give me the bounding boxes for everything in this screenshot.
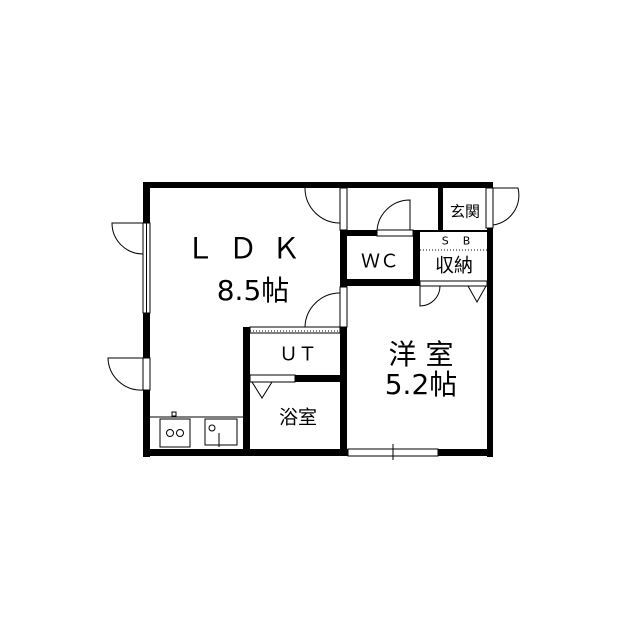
sink xyxy=(204,418,238,446)
door-swing-entrance-hall xyxy=(304,187,341,224)
burner-icon xyxy=(166,429,174,437)
door-swing-storage xyxy=(419,285,441,307)
room-size-western: 5.2帖 xyxy=(384,368,458,401)
wall-wc-right xyxy=(413,230,420,286)
door-swing-wc xyxy=(376,199,411,231)
wall-storage-top xyxy=(415,230,490,232)
room-label-storage: 収納 xyxy=(434,254,474,277)
room-label-bath: 浴室 xyxy=(278,406,318,429)
drain-icon xyxy=(208,424,216,432)
outer-wall-left xyxy=(143,182,150,457)
folding-door-bath xyxy=(251,381,273,399)
outer-wall-top xyxy=(143,182,493,188)
wall-wc-left xyxy=(340,230,347,287)
door-frame-wc xyxy=(376,229,414,237)
outer-wall-right xyxy=(487,182,493,457)
room-label-wc: ＷＣ xyxy=(360,250,400,273)
outer-wall-bottom xyxy=(143,449,493,456)
wall-wc-bottom xyxy=(340,279,420,286)
walls xyxy=(143,182,493,457)
door-frame-entrance-outer xyxy=(485,187,494,229)
door-frame-ldk-left xyxy=(142,357,151,391)
door-swing-ldk-left-lower xyxy=(107,357,144,391)
burner-icon xyxy=(176,429,184,437)
door-frame-ldk xyxy=(339,286,348,328)
shoe-box-label: SB xyxy=(441,234,485,248)
room-size-ldk: 8.5帖 xyxy=(216,274,290,307)
door-frame-entrance xyxy=(339,187,348,231)
room-label-western: 洋 室 xyxy=(388,338,454,371)
stove xyxy=(159,418,191,448)
openings xyxy=(142,187,494,460)
room-label-ldk: ＬＤＫ xyxy=(185,231,315,266)
wall-wc-top xyxy=(347,230,377,236)
door-frame-storage xyxy=(419,280,488,287)
room-label-ut: ＵＴ xyxy=(278,343,318,366)
folding-door-storage xyxy=(467,285,487,304)
kitchen xyxy=(150,411,243,448)
wall-ut-bath xyxy=(295,375,345,382)
room-label-entrance: 玄関 xyxy=(449,202,481,221)
wall-ut-left xyxy=(243,327,250,452)
door-swing-ldk xyxy=(304,292,341,328)
wall-entrance xyxy=(438,188,443,230)
door-swings xyxy=(107,187,520,399)
door-swing-ldk-left-upper xyxy=(111,222,144,255)
sliding-door-ut xyxy=(249,326,341,334)
door-swing-entrance xyxy=(492,187,520,226)
wall-western-left xyxy=(340,327,347,452)
sliding-door-bath xyxy=(249,374,296,383)
